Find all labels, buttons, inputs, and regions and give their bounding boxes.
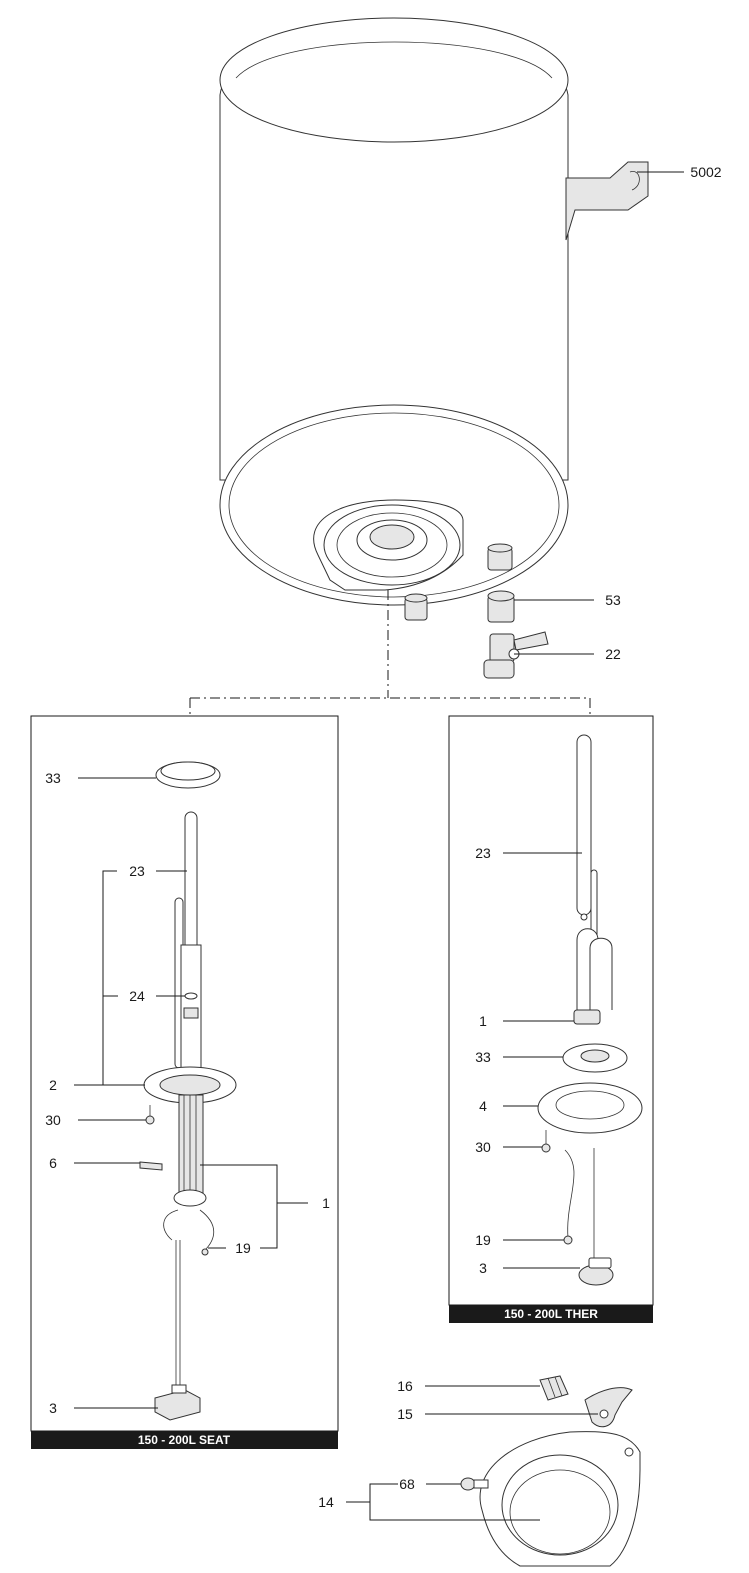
right-panel: 150 - 200L THER (448, 715, 654, 1323)
label-1-left: 1 (322, 1195, 330, 1211)
water-heater-tank (219, 17, 569, 606)
wire-clip (139, 1161, 163, 1171)
label-23-left: 23 (129, 863, 145, 879)
cover-screw (460, 1477, 489, 1491)
gasket-ring (155, 761, 221, 789)
label-6-left: 6 (49, 1155, 57, 1171)
heating-element (173, 1094, 207, 1207)
label-33-left: 33 (45, 770, 61, 786)
label-24-left: 24 (129, 988, 145, 1004)
left-panel: 150 - 200L SEAT (30, 715, 339, 1449)
connection-cables (163, 1209, 215, 1256)
label-30-right: 30 (475, 1139, 491, 1155)
anode-holder (183, 992, 199, 1019)
inlet-fitting (404, 593, 428, 621)
label-22: 22 (605, 646, 621, 662)
label-33-right: 33 (475, 1049, 491, 1065)
bottom-cover (479, 1431, 641, 1567)
flange-screw (145, 1105, 155, 1125)
dielectric-connector (487, 590, 515, 623)
outlet-fitting (487, 543, 513, 571)
magnesium-anode-ther (576, 734, 592, 921)
left-panel-title: 150 - 200L SEAT (138, 1433, 231, 1447)
tank-flange-plate (313, 499, 464, 591)
label-2-left: 2 (49, 1077, 57, 1093)
cable-gland (539, 1375, 569, 1401)
cover-clip (584, 1387, 633, 1428)
label-14: 14 (318, 1494, 334, 1510)
label-23-right: 23 (475, 845, 491, 861)
label-1-right: 1 (479, 1013, 487, 1029)
gasket-ther (562, 1043, 628, 1073)
label-5002: 5002 (690, 164, 721, 180)
wall-bracket (565, 161, 649, 241)
label-19-right: 19 (475, 1232, 491, 1248)
label-53: 53 (605, 592, 621, 608)
flange-ther (537, 1082, 643, 1134)
right-panel-title: 150 - 200L THER (504, 1307, 598, 1321)
thermostat-rod (175, 1240, 181, 1385)
label-16: 16 (397, 1378, 413, 1394)
label-3-left: 3 (49, 1400, 57, 1416)
label-4-right: 4 (479, 1098, 487, 1114)
connection-cable-ther (563, 1149, 575, 1245)
label-68: 68 (399, 1476, 415, 1492)
thermostat (154, 1384, 201, 1421)
flange-screw-ther (541, 1130, 551, 1153)
safety-valve (483, 631, 549, 679)
label-19-left: 19 (235, 1240, 251, 1256)
label-15: 15 (397, 1406, 413, 1422)
label-30-left: 30 (45, 1112, 61, 1128)
right-panel-title-band (449, 1305, 653, 1323)
left-panel-title-band (31, 1431, 338, 1449)
heater-flange (143, 1066, 237, 1104)
heating-element-ther (573, 928, 613, 1025)
thermostat-ther (578, 1257, 614, 1286)
assembly-axis-lines (189, 590, 591, 716)
label-3-right: 3 (479, 1260, 487, 1276)
